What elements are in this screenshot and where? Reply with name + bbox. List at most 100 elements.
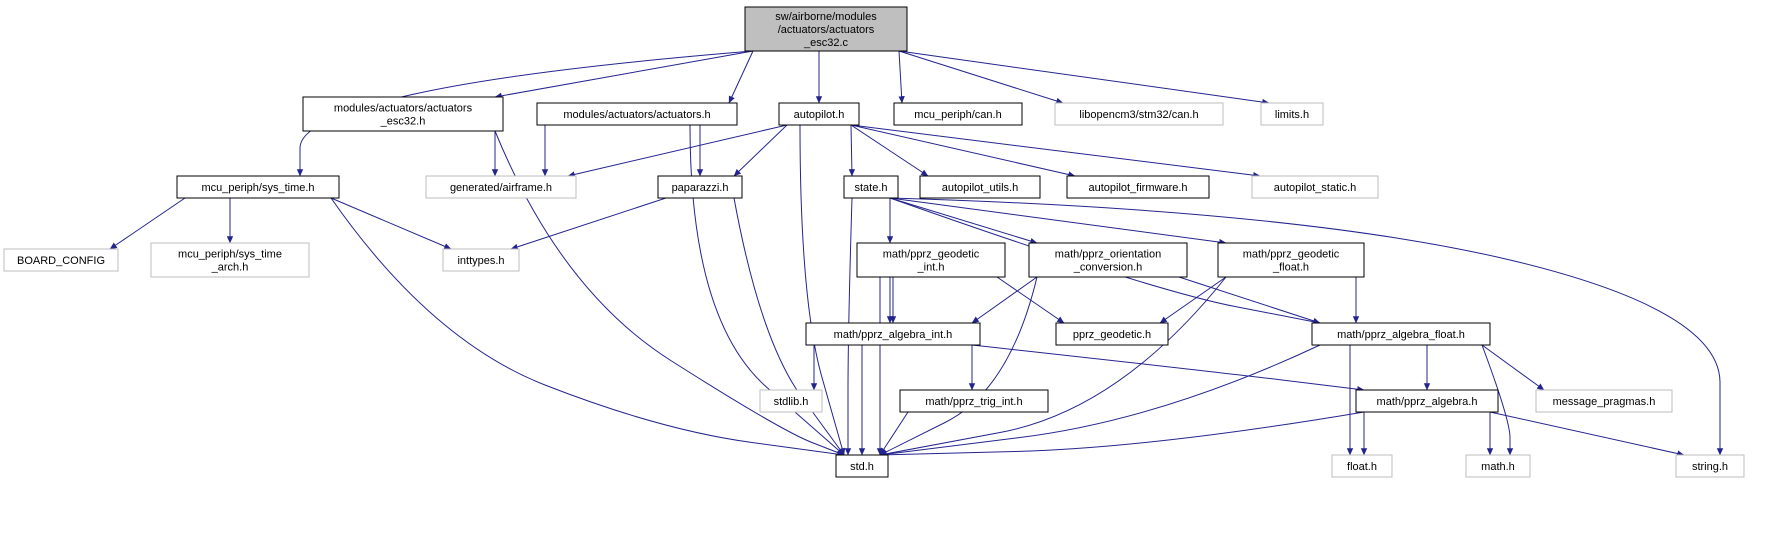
node-math_h: math.h bbox=[1465, 454, 1531, 478]
node-autopilot_static_h: autopilot_static.h bbox=[1251, 175, 1379, 199]
node-message_pragmas_h: message_pragmas.h bbox=[1535, 389, 1673, 413]
node-label: paparazzi.h bbox=[672, 182, 729, 194]
node-pprz_geodetic_float_h[interactable]: math/pprz_geodetic_float.h bbox=[1217, 242, 1365, 278]
node-label: mcu_periph/sys_time_arch.h bbox=[178, 249, 282, 274]
node-autopilot_utils_h[interactable]: autopilot_utils.h bbox=[919, 175, 1041, 199]
edge-pprz_orientation_conversion_h--pprz_algebra_float_h bbox=[1178, 276, 1321, 324]
node-box bbox=[425, 175, 577, 199]
node-label-line: generated/airframe.h bbox=[450, 182, 552, 194]
node-box[interactable] bbox=[176, 175, 340, 199]
node-box[interactable] bbox=[1066, 175, 1210, 199]
node-pprz_algebra_int_h[interactable]: math/pprz_algebra_int.h bbox=[805, 322, 981, 346]
edge-autopilot_h--paparazzi_h bbox=[733, 124, 788, 177]
node-label: std.h bbox=[850, 461, 874, 473]
node-label: mcu_periph/can.h bbox=[914, 109, 1001, 121]
edge-pprz_trig_int_h--std_h bbox=[879, 411, 909, 456]
node-box[interactable] bbox=[1028, 242, 1188, 278]
node-label-line: autopilot_utils.h bbox=[942, 182, 1018, 194]
edge-pprz_algebra_float_h--message_pragmas_h bbox=[1481, 344, 1545, 391]
edge-actuators_esc32_c--limits_h bbox=[898, 50, 1270, 106]
edge-pprz_algebra_float_h--math_h bbox=[1481, 344, 1514, 456]
node-box[interactable] bbox=[835, 454, 889, 478]
node-box[interactable] bbox=[1217, 242, 1365, 278]
node-box[interactable] bbox=[1311, 322, 1491, 346]
node-box bbox=[1331, 454, 1393, 478]
node-mcu_periph_can_h[interactable]: mcu_periph/can.h bbox=[893, 102, 1023, 126]
edge-actuators_esc32_h--std_h bbox=[494, 130, 845, 456]
node-box[interactable] bbox=[657, 175, 743, 199]
node-stdlib_h: stdlib.h bbox=[759, 389, 823, 413]
node-paparazzi_h[interactable]: paparazzi.h bbox=[657, 175, 743, 199]
node-label-line: state.h bbox=[854, 182, 887, 194]
node-limits_h: limits.h bbox=[1260, 102, 1324, 126]
node-label-line: inttypes.h bbox=[457, 255, 504, 267]
node-autopilot_firmware_h[interactable]: autopilot_firmware.h bbox=[1066, 175, 1210, 199]
node-pprz_geodetic_h[interactable]: pprz_geodetic.h bbox=[1055, 322, 1169, 346]
node-string_h: string.h bbox=[1675, 454, 1745, 478]
node-label: autopilot_firmware.h bbox=[1088, 182, 1187, 194]
node-box[interactable] bbox=[1055, 322, 1169, 346]
node-label: float.h bbox=[1347, 461, 1377, 473]
node-pprz_algebra_h[interactable]: math/pprz_algebra.h bbox=[1355, 389, 1499, 413]
edge-pprz_algebra_h--string_h bbox=[1489, 411, 1685, 457]
node-label-line: math/pprz_orientation bbox=[1055, 249, 1161, 261]
node-airframe_h: generated/airframe.h bbox=[425, 175, 577, 199]
edge-autopilot_h--std_h bbox=[799, 124, 846, 456]
node-label: libopencm3/stm32/can.h bbox=[1079, 109, 1198, 121]
node-box[interactable] bbox=[843, 175, 899, 199]
edge-pprz_orientation_conversion_h--std_h bbox=[879, 276, 1038, 456]
edge-paparazzi_h--inttypes_h bbox=[510, 197, 667, 250]
node-box[interactable] bbox=[856, 242, 1006, 278]
node-pprz_trig_int_h[interactable]: math/pprz_trig_int.h bbox=[899, 389, 1049, 413]
node-label-line: message_pragmas.h bbox=[1553, 396, 1656, 408]
node-box bbox=[3, 248, 119, 272]
node-box[interactable] bbox=[744, 6, 908, 52]
edge-autopilot_h--autopilot_static_h bbox=[850, 124, 1261, 179]
node-label-line: limits.h bbox=[1275, 109, 1309, 121]
node-box[interactable] bbox=[899, 389, 1049, 413]
node-box[interactable] bbox=[778, 102, 860, 126]
edge-pprz_geodetic_float_h--std_h bbox=[879, 276, 1227, 457]
node-label-line: _esc32.h bbox=[380, 116, 426, 128]
edge-sys_time_h--inttypes_h bbox=[330, 197, 452, 250]
node-box bbox=[759, 389, 823, 413]
node-box[interactable] bbox=[302, 96, 504, 132]
node-box[interactable] bbox=[919, 175, 1041, 199]
node-box[interactable] bbox=[536, 102, 738, 126]
node-label: string.h bbox=[1692, 461, 1728, 473]
node-std_h[interactable]: std.h bbox=[835, 454, 889, 478]
node-label: pprz_geodetic.h bbox=[1073, 329, 1151, 341]
node-label-line: math/pprz_geodetic bbox=[1243, 249, 1340, 261]
node-actuators_esc32_h[interactable]: modules/actuators/actuators_esc32.h bbox=[302, 96, 504, 132]
node-float_h: float.h bbox=[1331, 454, 1393, 478]
node-box bbox=[1054, 102, 1224, 126]
node-pprz_algebra_float_h[interactable]: math/pprz_algebra_float.h bbox=[1311, 322, 1491, 346]
node-pprz_geodetic_int_h[interactable]: math/pprz_geodetic_int.h bbox=[856, 242, 1006, 278]
node-actuators_esc32_c[interactable]: sw/airborne/modules/actuators/actuators_… bbox=[744, 6, 908, 52]
node-box bbox=[1675, 454, 1745, 478]
node-label-line: mcu_periph/sys_time bbox=[178, 249, 282, 261]
node-box[interactable] bbox=[1355, 389, 1499, 413]
node-actuators_h[interactable]: modules/actuators/actuators.h bbox=[536, 102, 738, 126]
node-label-line: stdlib.h bbox=[774, 396, 809, 408]
node-box[interactable] bbox=[893, 102, 1023, 126]
node-autopilot_h[interactable]: autopilot.h bbox=[778, 102, 860, 126]
edge-autopilot_h--autopilot_firmware_h bbox=[850, 124, 1076, 178]
node-label: sw/airborne/modules/actuators/actuators_… bbox=[775, 11, 877, 49]
edge-pprz_algebra_int_h--pprz_algebra_h bbox=[971, 344, 1365, 393]
node-box[interactable] bbox=[805, 322, 981, 346]
node-label-line: modules/actuators/actuators bbox=[334, 103, 473, 115]
edge-actuators_esc32_c--actuators_h bbox=[728, 50, 754, 104]
edge-pprz_geodetic_float_h--pprz_geodetic_h bbox=[1159, 276, 1227, 324]
edge-actuators_esc32_c--mcu_periph_can_h bbox=[898, 50, 905, 104]
node-state_h[interactable]: state.h bbox=[843, 175, 899, 199]
node-sys_time_h[interactable]: mcu_periph/sys_time.h bbox=[176, 175, 340, 199]
edge-sys_time_h--board_config bbox=[109, 197, 186, 250]
node-board_config: BOARD_CONFIG bbox=[3, 248, 119, 272]
node-pprz_orientation_conversion_h[interactable]: math/pprz_orientation_conversion.h bbox=[1028, 242, 1188, 278]
edge-state_h--string_h bbox=[889, 197, 1724, 456]
node-label: math/pprz_algebra.h bbox=[1377, 396, 1478, 408]
edge-state_h--std_h bbox=[844, 197, 853, 456]
